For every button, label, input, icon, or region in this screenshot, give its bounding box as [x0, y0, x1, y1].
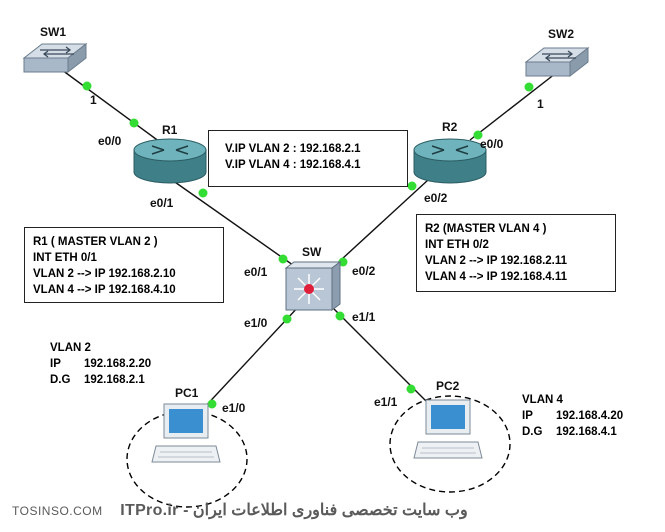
r1-label: R1	[162, 123, 178, 137]
pc1-vlan: VLAN 2	[50, 342, 91, 354]
r2-box-title: R2 (MASTER VLAN 4 )	[425, 223, 547, 235]
sw1-port-label: 1	[90, 93, 97, 107]
pc1-info: VLAN 2 IP 192.168.2.20 D.G 192.168.2.1	[50, 340, 151, 388]
r2-port-e02-label: e0/2	[424, 191, 448, 205]
vip-vlan2-line: V.IP VLAN 2 : 192.168.2.1	[225, 143, 361, 155]
port-dot-r2-e00	[473, 130, 483, 140]
footer-watermark: TOSINSO.COM وب سایت تخصصی فناوری اطلاعات…	[12, 500, 532, 520]
pc2-dashed-circle	[389, 395, 511, 493]
r1-port-e00-label: e0/0	[98, 134, 122, 148]
pc2-label: PC2	[436, 379, 460, 393]
r1-box-vlan2: VLAN 2 --> IP 192.168.2.10	[33, 268, 176, 280]
r1-box-interface: INT ETH 0/1	[33, 252, 97, 264]
pc1-ip-value: 192.168.2.20	[84, 358, 152, 370]
link-sw-pc2	[329, 304, 441, 416]
r1-box-vlan4: VLAN 4 --> IP 192.168.4.10	[33, 284, 176, 296]
r2-router-icon[interactable]	[413, 138, 487, 184]
port-dot-sw1	[82, 81, 92, 91]
r2-box-interface: INT ETH 0/2	[425, 239, 489, 251]
core-switch-label: SW	[302, 245, 322, 259]
sw1-label: SW1	[40, 25, 66, 39]
r1-config-box: R1 ( MASTER VLAN 2 ) INT ETH 0/1 VLAN 2 …	[24, 227, 224, 303]
core-switch-icon[interactable]	[284, 261, 342, 311]
port-dot-sw-e02	[338, 257, 348, 267]
pc2-dg-key: D.G	[522, 426, 543, 438]
port-dot-pc1	[207, 399, 217, 409]
pc2-info: VLAN 4 IP 192.168.4.20 D.G 192.168.4.1	[522, 392, 623, 440]
sw2-port-label: 1	[537, 97, 544, 111]
pc2-vlan: VLAN 4	[522, 394, 563, 406]
pc1-dg-value: 192.168.2.1	[84, 374, 145, 386]
sw2-switch-icon[interactable]	[524, 46, 590, 78]
pc2-computer-icon[interactable]	[413, 399, 483, 459]
core-port-e02-label: e0/2	[352, 264, 376, 278]
port-dot-sw-e11	[335, 311, 345, 321]
r1-port-e01-label: e0/1	[150, 196, 174, 210]
port-dot-sw2	[524, 82, 534, 92]
link-sw2-r2	[469, 69, 561, 141]
pc2-ip-key: IP	[522, 410, 533, 422]
pc2-port-label: e1/1	[374, 395, 398, 409]
virtual-ip-box: V.IP VLAN 2 : 192.168.2.1 V.IP VLAN 4 : …	[208, 130, 408, 187]
pc1-ip-key: IP	[50, 358, 61, 370]
r1-router-icon[interactable]	[133, 138, 207, 184]
core-port-e10-label: e1/0	[244, 316, 268, 330]
r2-box-vlan4: VLAN 4 --> IP 192.168.4.11	[425, 271, 568, 283]
footer-persian-text: وب سایت تخصصی فناوری اطلاعات ایران - ITP…	[120, 502, 468, 519]
r2-config-box: R2 (MASTER VLAN 4 ) INT ETH 0/2 VLAN 2 -…	[416, 214, 616, 292]
port-dot-pc2	[406, 384, 416, 394]
pc1-dg-key: D.G	[50, 374, 71, 386]
port-dot-r1-e00	[129, 118, 139, 128]
port-dot-r2-e02	[407, 181, 417, 191]
port-dot-sw-e01	[278, 254, 288, 264]
r2-label: R2	[442, 120, 458, 134]
links	[61, 69, 561, 426]
core-port-e11-label: e1/1	[352, 310, 376, 324]
pc2-dg-value: 192.168.4.1	[556, 426, 617, 438]
link-sw1-r1	[61, 69, 161, 143]
pc1-port-label: e1/0	[222, 401, 246, 415]
r2-port-e00-label: e0/0	[480, 137, 504, 151]
vip-vlan4-line: V.IP VLAN 4 : 192.168.4.1	[225, 159, 361, 171]
sw1-switch-icon[interactable]	[22, 42, 88, 74]
port-dot-sw-e10	[282, 314, 292, 324]
core-port-e01-label: e0/1	[244, 265, 268, 279]
pc1-computer-icon[interactable]	[151, 403, 221, 463]
footer-site: TOSINSO.COM	[12, 504, 103, 518]
sw2-label: SW2	[548, 27, 574, 41]
link-r1-sw	[171, 179, 301, 271]
pc1-label: PC1	[175, 386, 199, 400]
r1-box-title: R1 ( MASTER VLAN 2 )	[33, 236, 158, 248]
port-dot-r1-e01	[198, 188, 208, 198]
port-dots	[82, 81, 534, 409]
r2-box-vlan2: VLAN 2 --> IP 192.168.2.11	[425, 255, 568, 267]
pc2-ip-value: 192.168.4.20	[556, 410, 624, 422]
link-r2-sw	[329, 179, 429, 271]
